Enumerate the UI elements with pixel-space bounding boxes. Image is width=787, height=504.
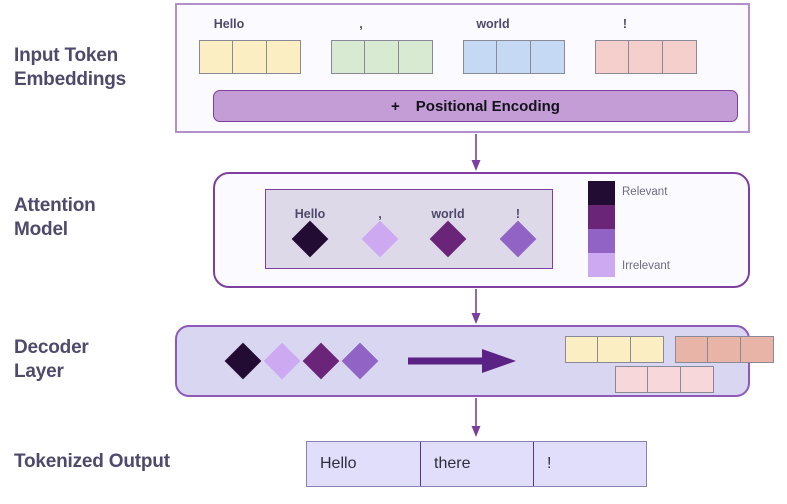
attention-token-label-2: world [431, 207, 465, 221]
embedding-cell [267, 40, 301, 74]
tokenized-output-table: Hello there ! [306, 441, 647, 487]
input-embedding-cells-3 [595, 40, 697, 74]
section-label-decoder-line1: Decoder [14, 337, 89, 358]
legend-swatch-2 [588, 229, 615, 253]
connector-arrow-input-to-attention [471, 134, 481, 171]
attention-token-label-1: , [378, 207, 382, 221]
input-embedding-cells-1 [331, 40, 433, 74]
positional-encoding-label: Positional Encoding [415, 97, 560, 115]
legend-label-relevant: Relevant [622, 186, 668, 198]
input-token-label-2: world [476, 17, 510, 31]
attention-token-label-0: Hello [294, 207, 326, 221]
attention-diamond-0 [291, 220, 329, 258]
embedding-cell [463, 40, 497, 74]
attention-diamond-3 [499, 220, 537, 258]
embedding-cell [531, 40, 565, 74]
section-label-attention-model: Attention Model [14, 194, 174, 242]
section-label-decoder-line2: Layer [14, 360, 64, 382]
output-token-cell-2: ! [533, 442, 646, 486]
decoder-output-cell [675, 336, 708, 363]
attention-token-0: Hello [275, 207, 345, 258]
decoder-output-cell [741, 336, 774, 363]
input-embedding-cells-2 [463, 40, 565, 74]
section-label-input-line2: Embeddings [14, 68, 127, 90]
section-label-attention-line1: Attention [14, 195, 96, 216]
connector-arrow-attention-to-decoder [471, 289, 481, 324]
attention-token-3: ! [483, 207, 553, 258]
positional-encoding-bar: + Positional Encoding [213, 90, 738, 122]
embedding-cell [331, 40, 365, 74]
section-label-decoder-layer: Decoder Layer [14, 336, 174, 384]
decoder-output-cell [631, 336, 664, 363]
attention-token-label-3: ! [515, 207, 521, 221]
input-token-label-3: ! [622, 17, 628, 31]
attention-token-1: , [345, 207, 415, 258]
embedding-cell [497, 40, 531, 74]
decoder-output-cells-1 [675, 336, 774, 363]
embedding-cell [595, 40, 629, 74]
input-token-label-0: Hello [213, 17, 245, 31]
embedding-cell [629, 40, 663, 74]
decoder-output-cell [615, 366, 648, 393]
decoder-output-cell [681, 366, 714, 393]
legend-swatch-0 [588, 181, 615, 205]
input-embedding-cells-0 [199, 40, 301, 74]
decoder-output-cell [565, 336, 598, 363]
decoder-flow-arrow-icon [408, 349, 516, 373]
decoder-output-cell [598, 336, 631, 363]
section-label-attention-line2: Model [14, 218, 68, 240]
legend-label-irrelevant: Irrelevant [622, 260, 670, 272]
decoder-output-cell [708, 336, 741, 363]
embedding-cell [663, 40, 697, 74]
attention-diamond-2 [429, 220, 467, 258]
section-label-tokenized-output: Tokenized Output [14, 450, 174, 474]
attention-token-2: world [413, 207, 483, 258]
decoder-output-cells-2 [615, 366, 714, 393]
section-label-input-token-embeddings: Input Token Embeddings [14, 44, 174, 92]
decoder-output-cells-0 [565, 336, 664, 363]
embedding-cell [399, 40, 433, 74]
input-token-label-1: , [359, 17, 363, 31]
legend-swatch-1 [588, 205, 615, 229]
embedding-cell [365, 40, 399, 74]
decoder-output-cell [648, 366, 681, 393]
plus-sign: + [391, 97, 400, 115]
embedding-cell [199, 40, 233, 74]
output-token-cell-1: there [420, 442, 533, 486]
output-token-cell-0: Hello [307, 442, 420, 486]
legend-swatch-3 [588, 253, 615, 277]
embedding-cell [233, 40, 267, 74]
attention-diamond-1 [361, 220, 399, 258]
attention-relevance-legend: Relevant Irrelevant [588, 181, 670, 277]
section-label-input-line1: Input Token [14, 45, 119, 66]
section-label-output-line1: Tokenized Output [14, 451, 170, 472]
connector-arrow-decoder-to-output [471, 398, 481, 437]
